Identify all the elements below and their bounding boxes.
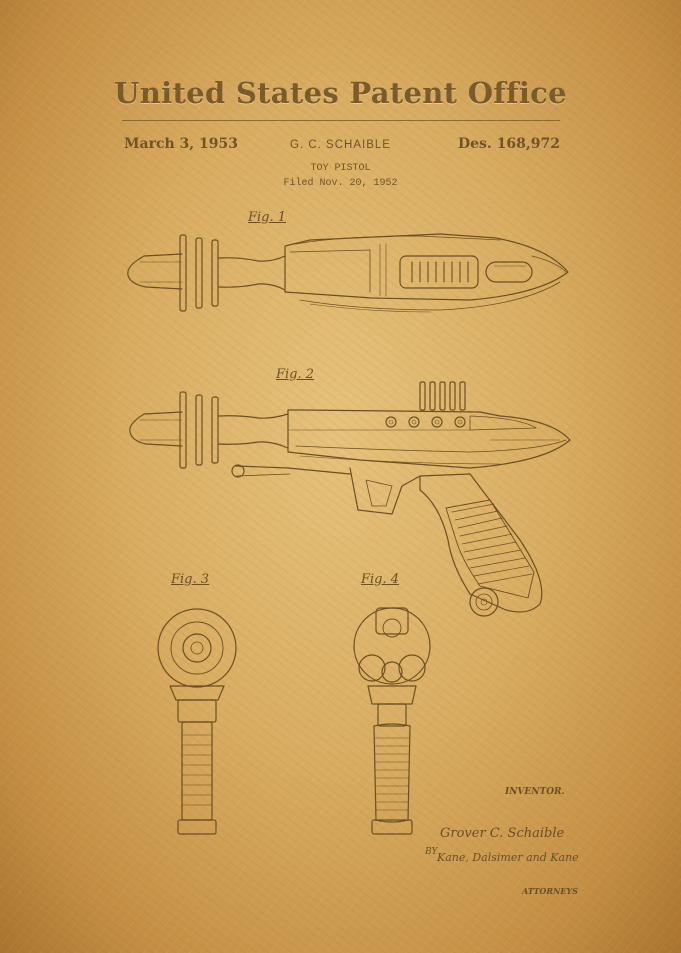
inventor-signature: Grover C. Schaible [440, 826, 565, 841]
figure-2-label: Fig. 2 [276, 367, 315, 382]
figure-1-drawing [127, 233, 569, 313]
figure-3-label: Fig. 3 [171, 572, 210, 587]
figure-3-drawing [157, 608, 237, 835]
office-title: United States Patent Office [114, 76, 567, 110]
figure-1-label: Fig. 1 [248, 210, 287, 225]
header-rule [122, 120, 560, 121]
figure-4-drawing [353, 607, 431, 835]
figure-4-label: Fig. 4 [361, 572, 400, 587]
attorney-signature: Kane, Dalsimer and Kane [437, 851, 579, 864]
by-label: BY [425, 847, 438, 857]
patent-number: Des. 168,972 [458, 136, 560, 152]
inventor-label: INVENTOR. [505, 787, 565, 797]
inventor-name-header: G. C. SCHAIBLE [290, 139, 391, 151]
patent-date: March 3, 1953 [124, 136, 238, 152]
attorneys-label: ATTORNEYS [522, 886, 578, 896]
patent-subject: TOY PISTOL [310, 163, 371, 174]
figure-2-drawing [129, 381, 571, 617]
filed-date: Filed Nov. 20, 1952 [283, 178, 398, 189]
